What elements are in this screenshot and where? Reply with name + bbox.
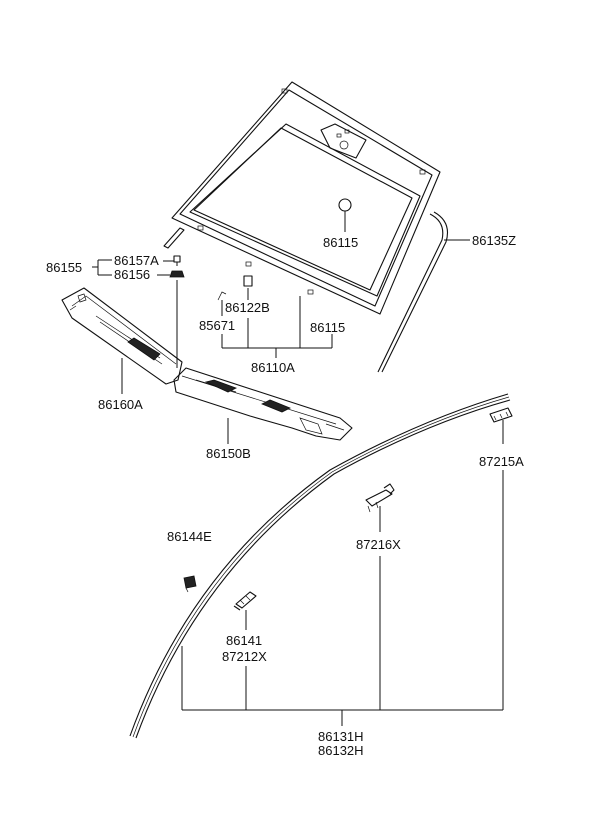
label-87215A: 87215A	[479, 454, 524, 469]
label-86115-top: 86115	[323, 235, 358, 250]
label-87212X: 87212X	[222, 649, 267, 664]
label-85671: 85671	[199, 318, 235, 333]
label-86132H: 86132H	[318, 743, 364, 758]
clip-87215A	[489, 407, 513, 710]
fastener-parts	[217, 275, 333, 358]
label-86155: 86155	[46, 260, 82, 275]
bottom-bracket	[181, 646, 503, 726]
label-86144E: 86144E	[167, 529, 212, 544]
side-moulding-strip	[377, 211, 470, 373]
label-86110A: 86110A	[251, 360, 295, 375]
pillar-moulding	[129, 393, 511, 739]
label-86122B: 86122B	[225, 300, 270, 315]
clip-86141	[233, 591, 257, 710]
dam-strip	[163, 227, 185, 249]
label-86141: 86141	[226, 633, 262, 648]
windshield-glass	[171, 81, 441, 315]
label-86135Z: 86135Z	[472, 233, 516, 248]
label-86156: 86156	[114, 267, 150, 282]
clip-86144E	[183, 575, 197, 593]
label-87216X: 87216X	[356, 537, 401, 552]
clip-bolt-group	[92, 255, 185, 368]
label-86160A: 86160A	[98, 397, 143, 412]
label-86150B: 86150B	[206, 446, 251, 461]
cowl-cover-left	[61, 287, 183, 394]
label-86131H: 86131H	[318, 729, 364, 744]
clip-87216X	[365, 483, 395, 710]
cowl-cover-right	[173, 367, 353, 444]
label-86157A: 86157A	[114, 253, 159, 268]
label-86115-bottom: 86115	[310, 320, 345, 335]
